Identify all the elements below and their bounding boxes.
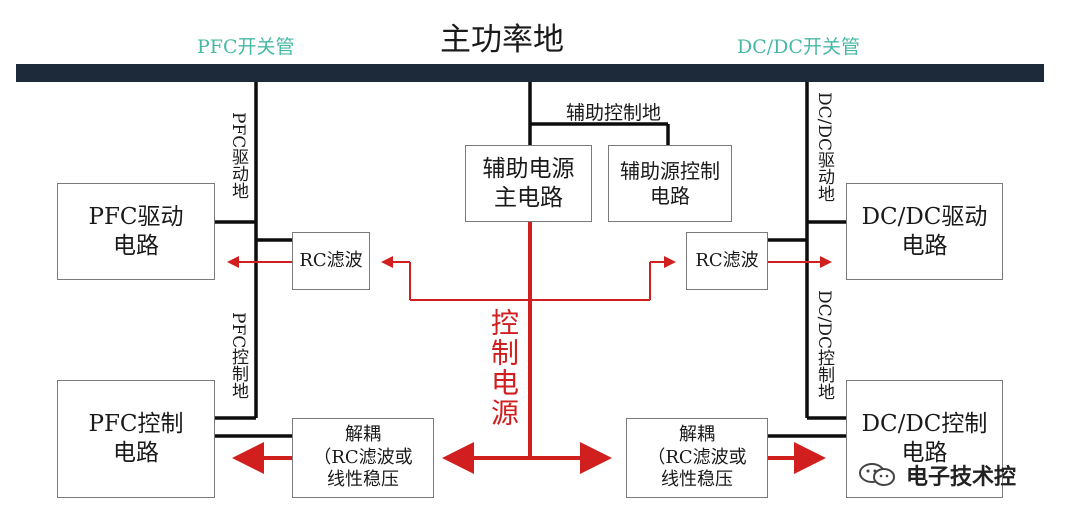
watermark: 电子技术控 xyxy=(858,459,1016,491)
decouple-left-box: 解耦（RC滤波或线性稳压 xyxy=(292,418,434,498)
pfc-drive-circuit-box: PFC驱动电路 xyxy=(57,183,215,280)
pfc-control-circuit-box: PFC控制电路 xyxy=(57,380,215,498)
control-power-label: 控制电源 xyxy=(487,308,520,428)
decouple-right-box: 解耦（RC滤波或线性稳压 xyxy=(626,418,768,498)
aux-control-circuit-box: 辅助源控制电路 xyxy=(608,145,732,222)
aux-control-ground-label: 辅助控制地 xyxy=(566,102,662,124)
dcdc-control-ground-label: DC/DC控制地 xyxy=(814,290,834,401)
aux-power-main-circuit-box: 辅助电源主电路 xyxy=(465,145,592,222)
pfc-control-ground-label: PFC控制地 xyxy=(228,312,248,400)
rc-filter-left-box: RC滤波 xyxy=(292,232,370,290)
wechat-icon xyxy=(858,462,898,488)
control-power-wires xyxy=(227,222,832,474)
ground-bus-label: 主功率地 xyxy=(440,22,564,58)
rc-filter-right-box: RC滤波 xyxy=(686,232,768,290)
dcdc-switch-caption: DC/DC开关管 xyxy=(737,36,860,58)
watermark-text: 电子技术控 xyxy=(906,465,1017,490)
ground-wires xyxy=(215,82,846,438)
dcdc-control-circuit-box: DC/DC控制电路 xyxy=(846,380,1003,498)
ground-bus xyxy=(16,64,1044,82)
pfc-drive-ground-label: PFC驱动地 xyxy=(228,112,248,200)
pfc-switch-caption: PFC开关管 xyxy=(197,36,295,58)
dcdc-drive-ground-label: DC/DC驱动地 xyxy=(814,92,834,203)
dcdc-drive-circuit-box: DC/DC驱动电路 xyxy=(846,183,1003,280)
